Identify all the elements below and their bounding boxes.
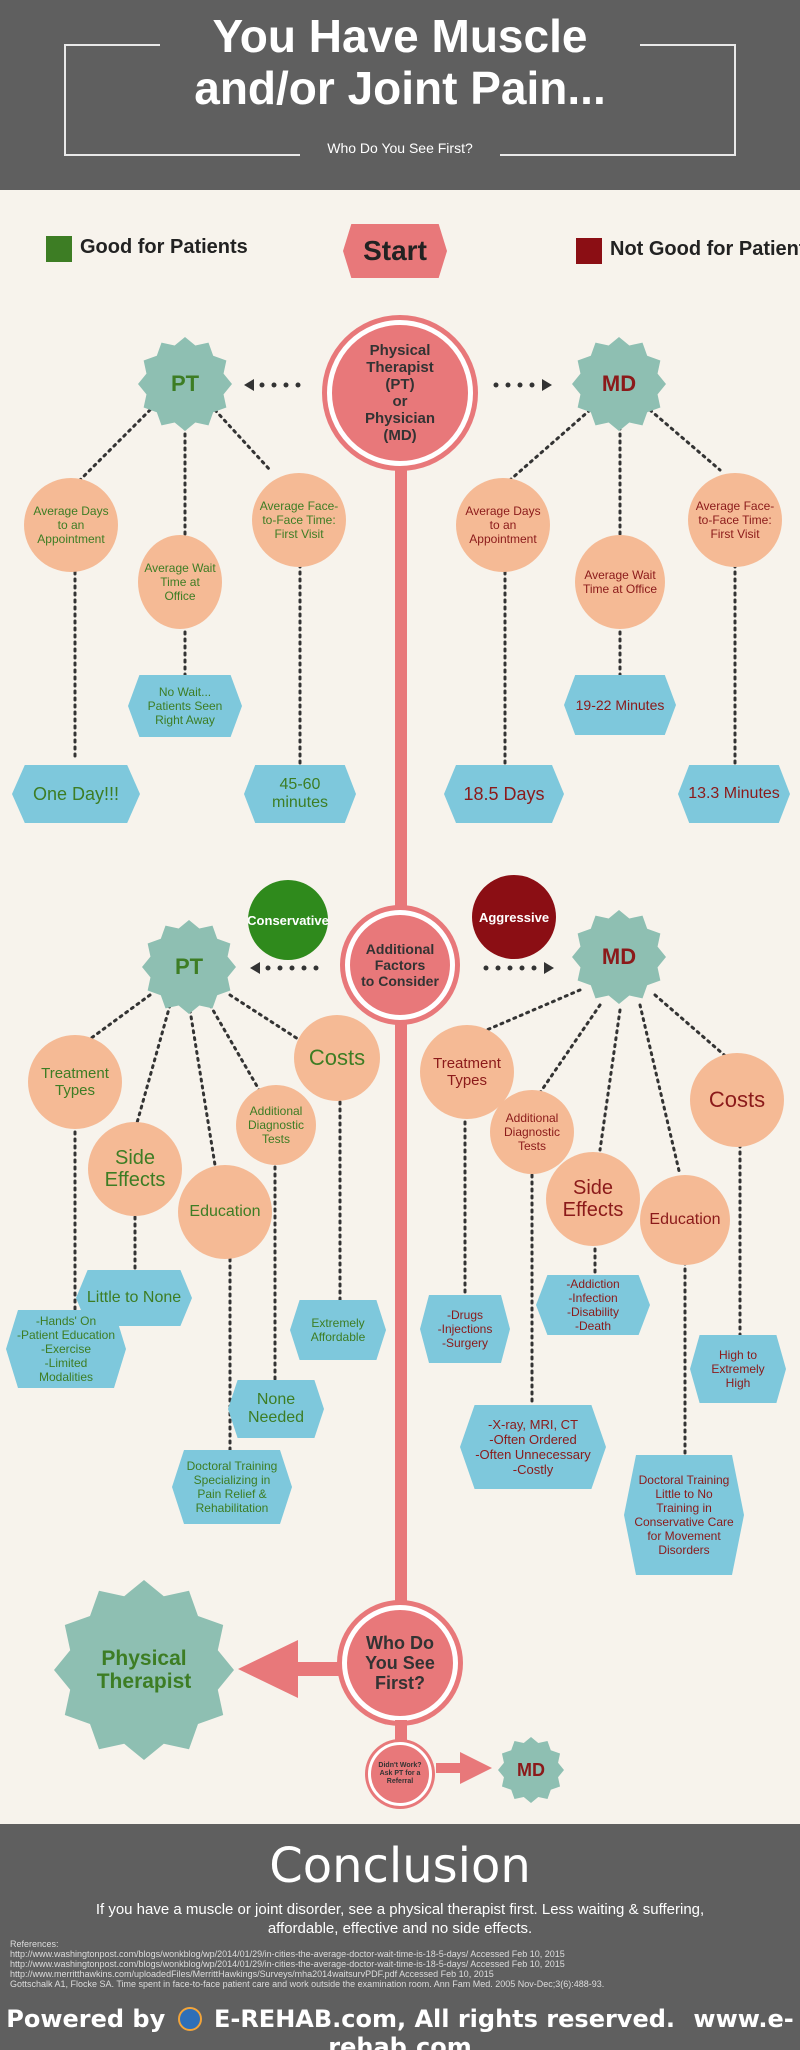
legend-good-label: Good for Patients <box>80 236 248 258</box>
pt-side-effects-circle: Side Effects <box>88 1122 182 1216</box>
page-title: You Have Muscle and/or Joint Pain... <box>0 10 800 114</box>
pt-costs-circle: Costs <box>294 1015 380 1101</box>
pt-diagnostic-circle: Additional Diagnostic Tests <box>236 1085 316 1165</box>
md-costs-circle: Costs <box>690 1053 784 1147</box>
pt-education-circle: Education <box>178 1165 272 1259</box>
md-side-item-1: -Addiction <box>566 1277 620 1291</box>
pt-wait-value: No Wait... Patients Seen Right Away <box>128 675 242 737</box>
pt-treatment-value: -Hands' On -Patient Education -Exercise … <box>6 1310 126 1388</box>
md-side-item-4: -Death <box>574 1319 612 1333</box>
main-question-line-2: Therapist <box>366 359 434 376</box>
spine-tail <box>395 1720 407 1746</box>
md-diagnostic-circle: Additional Diagnostic Tests <box>490 1090 574 1174</box>
pt-face-circle: Average Face-to-Face Time: First Visit <box>252 473 346 567</box>
title-line-1: You Have Muscle <box>212 10 588 62</box>
ref-2: http://www.washingtonpost.com/blogs/wonk… <box>10 1959 565 1969</box>
md-side-item-2: -Infection <box>568 1291 618 1305</box>
title-backdrop <box>160 12 640 112</box>
conservative-badge: Conservative <box>247 880 329 960</box>
md-face-value: 13.3 Minutes <box>678 765 790 823</box>
md-side-effects-circle: Side Effects <box>546 1152 640 1246</box>
pt-treatment-item-2: -Patient Education <box>16 1328 116 1342</box>
pt-face-value: 45-60 minutes <box>244 765 356 823</box>
md-treatment-item-1: -Drugs <box>446 1308 483 1322</box>
aggressive-badge: Aggressive <box>472 875 556 959</box>
md-costs-value: High to Extremely High <box>690 1335 786 1403</box>
who-first-line-2: You See <box>365 1653 435 1673</box>
central-spine <box>395 420 407 1750</box>
pt-costs-value: Extremely Affordable <box>290 1300 386 1360</box>
md-diagnostic-item-2: -Often Ordered <box>489 1432 577 1447</box>
didnt-work-circle: Didn't Work? Ask PT for a Referral <box>368 1742 432 1806</box>
md-days-circle: Average Days to an Appointment <box>456 478 550 572</box>
title-line-2: and/or Joint Pain... <box>194 62 606 114</box>
page-subtitle: Who Do You See First? <box>300 140 500 156</box>
factors-line-1: Additional <box>365 941 435 957</box>
powered-by-line: Powered by E-REHAB.com, All rights reser… <box>0 2005 800 2050</box>
powered-by-label: Powered by <box>6 2005 166 2033</box>
pt-or-md-circle: Physical Therapist (PT) or Physician (MD… <box>327 320 473 466</box>
pt-wait-circle: Average Wait Time at Office <box>138 535 222 629</box>
who-first-line-3: First? <box>374 1673 425 1693</box>
references: References: http://www.washingtonpost.co… <box>10 1939 790 1989</box>
ref-1: http://www.washingtonpost.com/blogs/wonk… <box>10 1949 565 1959</box>
e-rehab-logo-icon <box>177 2007 202 2031</box>
md-diagnostic-item-3: -Often Unnecessary <box>475 1447 591 1462</box>
ref-3: http://www.merritthawkins.com/uploadedFi… <box>10 1969 494 1979</box>
pt-treatment-item-3: -Exercise <box>40 1342 91 1356</box>
pt-treatment-item-4: -Limited Modalities <box>38 1356 94 1384</box>
who-first-line-1: Who Do <box>366 1633 434 1653</box>
md-education-circle: Education <box>640 1175 730 1265</box>
legend-good-swatch <box>46 236 72 262</box>
conclusion-text: If you have a muscle or joint disorder, … <box>95 1901 705 1937</box>
md-diagnostic-item-4: -Costly <box>512 1462 554 1477</box>
main-question-line-6: (MD) <box>383 427 417 444</box>
md-treatment-item-2: -Injections <box>437 1322 493 1336</box>
md-days-value: 18.5 Days <box>444 765 564 823</box>
refs-heading: References: <box>10 1939 59 1949</box>
md-wait-circle: Average Wait Time at Office <box>575 535 665 629</box>
pt-treatment-item-1: -Hands' On <box>35 1314 97 1328</box>
pt-diagnostic-value: None Needed <box>228 1380 324 1438</box>
md-diagnostic-value: -X-ray, MRI, CT -Often Ordered -Often Un… <box>460 1405 606 1489</box>
main-question-line-4: or <box>392 393 408 410</box>
md-side-item-3: -Disability <box>566 1305 619 1319</box>
ref-4: Gottschalk A1, Flocke SA. Time spent in … <box>10 1979 605 1989</box>
additional-factors-circle: Additional Factors to Consider <box>345 910 455 1020</box>
pt-education-value: Doctoral Training Specializing in Pain R… <box>172 1450 292 1524</box>
pt-days-circle: Average Days to an Appointment <box>24 478 118 572</box>
md-side-effects-value: -Addiction -Infection -Disability -Death <box>536 1275 650 1335</box>
conclusion-title: Conclusion <box>269 1838 531 1894</box>
md-treatment-value: -Drugs -Injections -Surgery <box>420 1295 510 1363</box>
main-question-line-5: Physician <box>364 410 436 427</box>
brand-text: E-REHAB.com, All rights reserved. <box>213 2005 676 2033</box>
md-treatment-item-3: -Surgery <box>441 1336 488 1350</box>
who-first-circle: Who Do You See First? <box>342 1605 458 1721</box>
md-treatment-circle: Treatment Types <box>420 1025 514 1119</box>
pt-days-value: One Day!!! <box>12 765 140 823</box>
md-wait-value: 19-22 Minutes <box>564 675 676 735</box>
legend-bad-label: Not Good for Patients <box>610 238 800 260</box>
main-question-line-1: Physical <box>369 342 431 359</box>
footer <box>0 1824 800 2050</box>
site-url[interactable]: www.e-rehab.com <box>328 2005 794 2050</box>
pt-treatment-circle: Treatment Types <box>28 1035 122 1129</box>
main-question-line-3: (PT) <box>385 376 415 393</box>
md-face-circle: Average Face-to-Face Time: First Visit <box>688 473 782 567</box>
factors-line-3: to Consider <box>361 973 439 989</box>
md-education-value: Doctoral Training Little to No Training … <box>624 1455 744 1575</box>
factors-line-2: Factors <box>374 957 426 973</box>
legend-bad-swatch <box>576 238 602 264</box>
start-label: Start <box>343 224 447 278</box>
md-diagnostic-item-1: -X-ray, MRI, CT <box>487 1417 579 1432</box>
